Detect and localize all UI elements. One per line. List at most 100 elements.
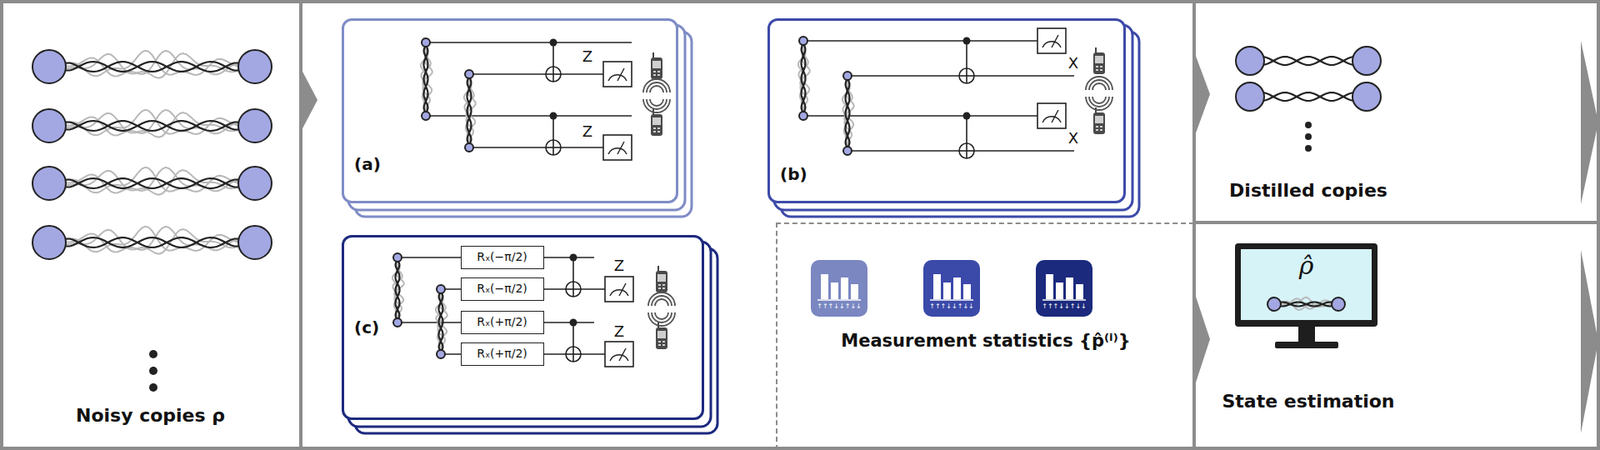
target-circle (545, 140, 561, 155)
entangled-twist (439, 289, 444, 355)
monitor-frame (1235, 243, 1378, 327)
wire (965, 40, 968, 84)
gate-label: Rₓ(+π/2) (476, 343, 528, 365)
circuit-illustration (770, 20, 1124, 201)
qubit-circle (1267, 297, 1281, 311)
entangled-twist (424, 42, 429, 116)
wire (552, 115, 555, 155)
phone-key (1100, 125, 1103, 128)
phone-icon (650, 114, 663, 136)
qubit-circle (1235, 46, 1265, 75)
ellipsis-dot (149, 350, 158, 359)
noise-line (435, 289, 445, 355)
entangled-twist (467, 74, 472, 148)
wire (572, 281, 575, 297)
gate-box: Rₓ(−π/2) (460, 245, 545, 270)
entangled-twist (49, 61, 255, 72)
circuit-illustration (344, 20, 676, 201)
entangled-twist (845, 75, 850, 151)
phone-screen (657, 274, 666, 282)
noise-line (392, 257, 404, 323)
noise-line (464, 74, 474, 148)
signal-arc (643, 99, 670, 113)
wire (552, 66, 555, 82)
signal-arc (655, 312, 669, 320)
phone-key (657, 127, 660, 130)
entangled-twist (1250, 56, 1367, 65)
wire (299, 0, 303, 450)
protocol-card: ZZ(a) (341, 18, 679, 204)
histogram-bar (943, 282, 951, 300)
meter-symbol (605, 276, 634, 302)
phone-screen (1095, 55, 1104, 64)
signal-arc (650, 85, 664, 93)
qubit-circle (465, 143, 474, 152)
flow-chevron (1194, 291, 1210, 388)
wire (965, 68, 968, 84)
ellipsis-dot (1305, 133, 1312, 140)
qubit-circle (421, 38, 430, 47)
noise-line (422, 42, 433, 116)
histogram-icon: ↑↑↑↓↓↑↓↓ (810, 260, 868, 317)
noise-line (394, 257, 405, 323)
wire (847, 75, 1075, 77)
ellipsis-dot (149, 366, 158, 375)
histogram-bar (830, 282, 839, 300)
noise-line (49, 110, 255, 136)
histogram-bar (850, 284, 859, 300)
qubit-circle (799, 111, 808, 120)
noise-line (798, 40, 808, 116)
output-panel: Distilled copies (1194, 0, 1600, 223)
wire (617, 141, 625, 155)
target-circle (959, 68, 975, 84)
signal-arc (651, 295, 672, 306)
gate-label: Rₓ(−π/2) (476, 246, 528, 268)
entangled-twist (1274, 302, 1339, 307)
wire (965, 115, 968, 159)
histogram-icon: ↑↑↑↓↓↑↓↓ (923, 260, 980, 317)
phone-key (658, 344, 661, 346)
entangled-twist (424, 42, 429, 116)
qubit-circle (1331, 297, 1345, 311)
ellipsis-dot (1305, 145, 1312, 152)
gate-label: Rₓ(+π/2) (476, 311, 528, 333)
noise-line (392, 257, 402, 323)
wire (1042, 299, 1086, 301)
control-dot (550, 112, 558, 120)
wire (572, 322, 575, 362)
histogram-bar (1045, 274, 1054, 300)
control-dot (570, 254, 578, 262)
flow-chevron (1580, 40, 1599, 205)
signal-arc (651, 312, 672, 323)
wire (469, 73, 604, 75)
qubit-circle (238, 50, 272, 84)
flow-chevron (1580, 250, 1599, 434)
phone-key (657, 74, 660, 76)
ellipsis-dot (1305, 121, 1312, 129)
qubit-circle (436, 350, 445, 359)
input-panel: Noisy copies ρ (0, 0, 301, 450)
meter-symbol (605, 341, 634, 367)
wire (930, 299, 974, 301)
control-dot (550, 39, 558, 47)
wire (1051, 110, 1059, 123)
signal-arc (643, 79, 670, 93)
signal-arc (1092, 83, 1106, 90)
noise-line (842, 75, 852, 151)
gate-box: Rₓ(+π/2) (460, 310, 545, 335)
wire (965, 143, 968, 159)
entangled-twist (1250, 92, 1367, 101)
phone-key (657, 130, 660, 133)
noise-line (420, 42, 432, 116)
monitor-base (1275, 341, 1339, 349)
wire (552, 42, 555, 82)
meter-symbol (1037, 28, 1066, 54)
signal-arc (648, 292, 675, 306)
wire (803, 40, 1038, 42)
entangled-twist (801, 40, 806, 116)
qubit-circle (238, 109, 272, 143)
entangled-twist (49, 178, 255, 189)
basis-label: Z (614, 322, 625, 340)
entangled-twist (1274, 302, 1339, 307)
